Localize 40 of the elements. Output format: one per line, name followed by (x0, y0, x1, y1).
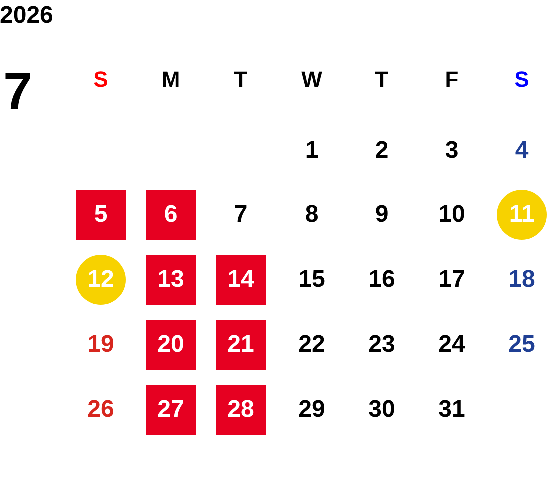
highlight-square: 28 (216, 385, 266, 435)
highlight-square: 6 (146, 190, 196, 240)
day-number: 9 (374, 200, 390, 230)
day-number: 22 (298, 330, 326, 360)
day-number: 26 (86, 394, 116, 425)
weekday-header: W (300, 66, 324, 94)
day-number: 10 (438, 200, 466, 230)
highlight-square: 27 (146, 385, 196, 435)
highlight-circle: 12 (76, 255, 126, 305)
day-number: 2 (374, 136, 390, 166)
day-number: 1 (304, 136, 320, 166)
day-number: 8 (304, 200, 320, 230)
weekday-header: T (233, 66, 249, 94)
weekday-header: S (514, 66, 530, 94)
day-number: 29 (298, 394, 326, 425)
highlight-square: 21 (216, 320, 266, 370)
day-number: 23 (368, 330, 396, 360)
highlight-square: 14 (216, 255, 266, 305)
day-number: 30 (368, 394, 396, 425)
highlight-circle: 11 (497, 190, 547, 240)
day-number: 24 (438, 330, 466, 360)
day-number: 16 (368, 264, 396, 295)
day-number: 31 (438, 394, 466, 425)
month-number: 7 (2, 62, 34, 123)
day-number: 3 (444, 136, 460, 166)
year-heading: 2026 (0, 2, 54, 30)
day-number: 15 (298, 264, 326, 295)
weekday-header: F (444, 66, 460, 94)
day-number: 7 (233, 200, 249, 230)
highlight-square: 20 (146, 320, 196, 370)
weekday-header: M (160, 66, 182, 94)
day-number: 19 (86, 330, 116, 360)
day-number: 18 (508, 264, 536, 295)
weekday-header: T (374, 66, 390, 94)
highlight-square: 5 (76, 190, 126, 240)
day-number: 25 (508, 330, 536, 360)
highlight-square: 13 (146, 255, 196, 305)
day-number: 4 (514, 136, 530, 166)
day-number: 17 (438, 264, 466, 295)
weekday-header: S (92, 66, 110, 94)
